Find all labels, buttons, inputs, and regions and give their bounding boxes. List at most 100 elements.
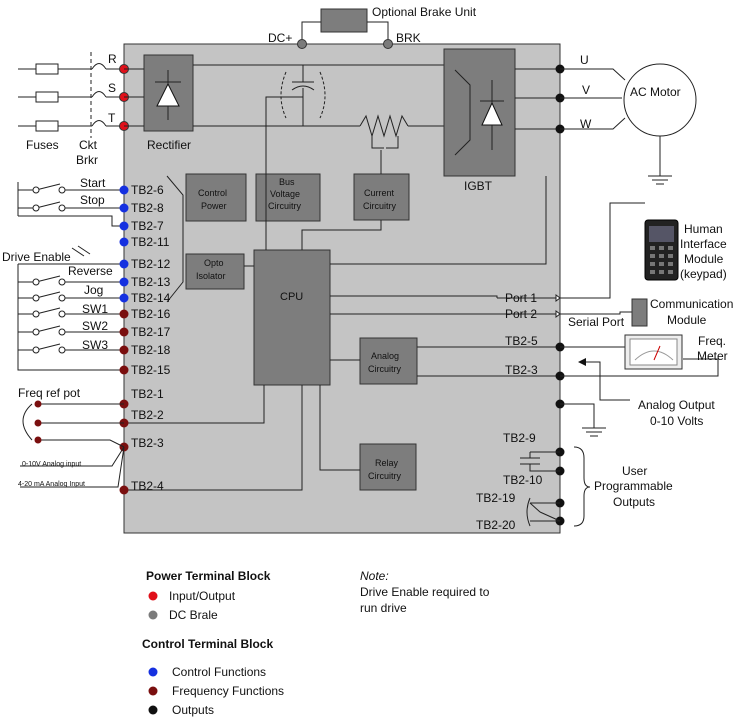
legend: Power Terminal Block Input/Output DC Bra… (142, 569, 284, 717)
meter-label-1: Freq. (698, 334, 726, 348)
u-label: U (580, 53, 589, 67)
legend-dc-brake-swatch (148, 610, 158, 620)
tb2-4-label: TB2-4 (131, 479, 164, 493)
v-label: V (582, 83, 590, 97)
terminal-tb2-12 (119, 259, 129, 269)
current-label-1: Current (364, 188, 395, 198)
comm-module (631, 298, 648, 327)
legend-control-swatch (148, 667, 158, 677)
opto-label-2: Isolator (196, 271, 226, 281)
tb2-18-label: TB2-18 (131, 343, 171, 357)
w-label: W (580, 117, 592, 131)
tb2-20-label: TB2-20 (476, 518, 516, 532)
relay-block (359, 443, 417, 491)
analog-out-label-2: 0-10 Volts (650, 414, 703, 428)
legend-frequency-swatch (148, 686, 158, 696)
tb2-6-label: TB2-6 (131, 183, 164, 197)
user-outputs-label-3: Outputs (613, 495, 655, 509)
fuse-r (35, 63, 59, 75)
fuse-t (35, 120, 59, 132)
r-label: R (108, 52, 117, 66)
brake-unit-label: Optional Brake Unit (372, 5, 477, 19)
terminal-tb2-17 (119, 327, 129, 337)
dc-plus-terminal (297, 39, 307, 49)
stop-label: Stop (80, 193, 105, 207)
breaker-label-1: Ckt (79, 138, 98, 152)
reverse-label: Reverse (68, 264, 113, 278)
comm-label-1: Communication (650, 297, 733, 311)
brake-unit-box (320, 8, 368, 33)
tb2-10-label: TB2-10 (503, 473, 543, 487)
bus-voltage-label-2: Voltage (270, 189, 300, 199)
opto-isolator-block (185, 253, 245, 290)
ac-motor-label: AC Motor (630, 85, 681, 99)
bus-voltage-block (255, 173, 321, 222)
tb2-11-label: TB2-11 (131, 235, 170, 249)
hmi-label-2: Interface (680, 237, 727, 251)
legend-frequency-functions: Frequency Functions (172, 684, 284, 698)
hmi-label-4: (keypad) (680, 267, 727, 281)
legend-input-output-swatch (148, 591, 158, 601)
analog-out-label-1: Analog Output (638, 398, 715, 412)
note-line-2: run drive (360, 601, 407, 615)
tb2-19-label: TB2-19 (476, 491, 516, 505)
freq-ref-pot-label: Freq ref pot (18, 386, 81, 400)
terminal-tb2-11 (119, 237, 129, 247)
port2-label: Port 2 (505, 307, 537, 321)
control-power-label-2: Power (201, 201, 227, 211)
terminal-tb2-16 (119, 309, 129, 319)
dc-plus-label: DC+ (268, 31, 292, 45)
meter-label-2: Meter (697, 349, 728, 363)
user-outputs-label-1: User (622, 464, 647, 478)
user-outputs-label-2: Programmable (594, 479, 673, 493)
tb2-17-label: TB2-17 (131, 325, 171, 339)
terminal-tb2-13 (119, 277, 129, 287)
tb2-8-label: TB2-8 (131, 201, 164, 215)
note-title: Note: (360, 569, 389, 583)
tb2-14-label: TB2-14 (131, 291, 171, 305)
jog-label: Jog (84, 283, 103, 297)
bus-voltage-label-3: Circuitry (268, 201, 301, 211)
tb2-7-label: TB2-7 (131, 219, 164, 233)
analog-label-2: Circuitry (368, 364, 401, 374)
fuses-label: Fuses (26, 138, 59, 152)
rectifier-label: Rectifier (147, 138, 191, 152)
sw2-label: SW2 (82, 319, 108, 333)
start-label: Start (80, 176, 106, 190)
tb2-9-label: TB2-9 (503, 431, 536, 445)
tb2-5-label: TB2-5 (505, 334, 538, 348)
legend-outputs-swatch (148, 705, 158, 715)
terminal-tb2-8 (119, 203, 129, 213)
current-label-2: Circuitry (363, 201, 396, 211)
relay-label-1: Relay (375, 458, 399, 468)
terminal-tb2-7 (119, 221, 129, 231)
legend-dc-brake: DC Brale (169, 608, 218, 622)
serial-port-label: Serial Port (568, 315, 625, 329)
opto-label-1: Opto (204, 258, 224, 268)
current-block (353, 173, 410, 221)
analog-block (359, 337, 418, 385)
hmi-label-3: Module (684, 252, 724, 266)
ac-motor (623, 63, 697, 137)
legend-outputs: Outputs (172, 703, 214, 717)
drive-enable-label: Drive Enable (2, 250, 71, 264)
terminal-tb2-15 (119, 365, 129, 375)
brk-label: BRK (396, 31, 421, 45)
tb2-12-label: TB2-12 (131, 257, 171, 271)
control-switches (17, 182, 124, 371)
cpu-label: CPU (280, 291, 303, 303)
igbt-label: IGBT (464, 179, 493, 193)
legend-control-functions: Control Functions (172, 665, 266, 679)
terminal-tb2-4 (119, 485, 129, 495)
analog-label-1: Analog (371, 351, 399, 361)
igbt-block (443, 48, 516, 177)
note-line-1: Drive Enable required to (360, 585, 490, 599)
port1-label: Port 1 (505, 291, 537, 305)
control-power-label-1: Control (198, 188, 227, 198)
sw1-label: SW1 (82, 302, 108, 316)
tb2-1-label: TB2-1 (131, 387, 164, 401)
s-label: S (108, 81, 116, 95)
hmi-label-1: Human (684, 222, 723, 236)
breaker-label-2: Brkr (76, 153, 98, 167)
